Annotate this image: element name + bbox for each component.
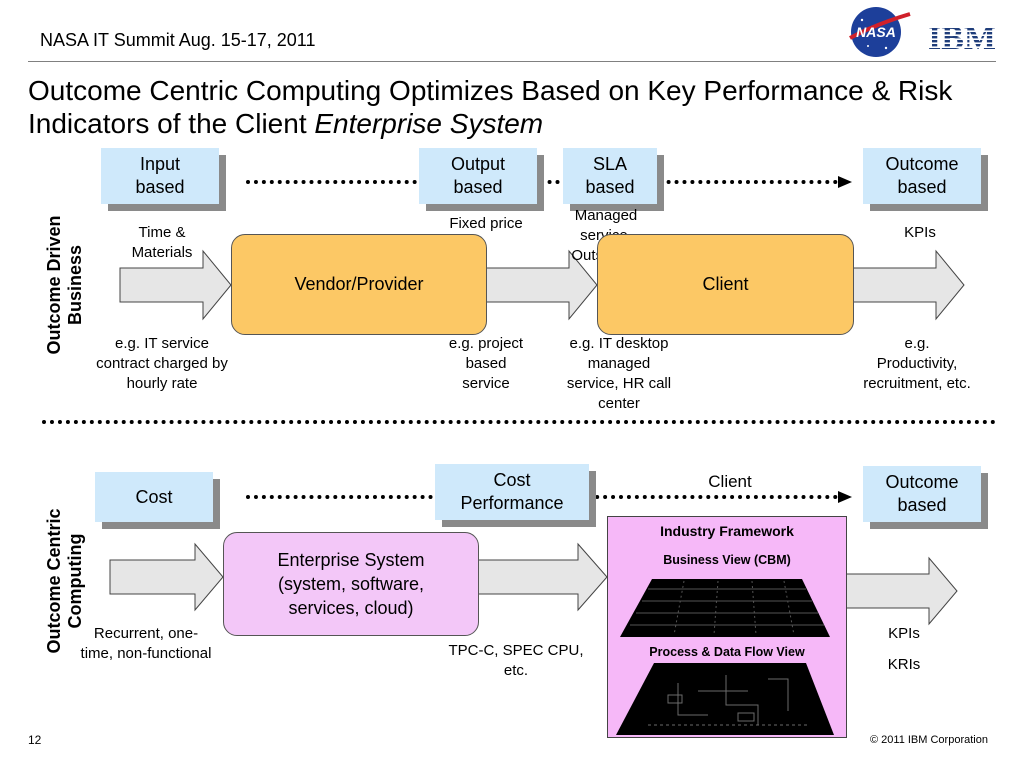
example-productivity: e.g.Productivity,recruitment, etc. xyxy=(863,335,971,392)
framework-title: Industry Framework xyxy=(660,523,794,539)
enterprise-system-box: Enterprise System(system, software,servi… xyxy=(223,532,479,636)
arrow-bottom-middle xyxy=(476,542,608,612)
tpc-spec-label: TPC-C, SPEC CPU,etc. xyxy=(448,642,584,679)
client-label-bottom: Client xyxy=(708,472,752,491)
ibm-logo-text: IBM xyxy=(928,20,996,54)
arrow-top-middle xyxy=(485,249,598,321)
nasa-logo: NASA xyxy=(849,7,911,57)
kris-label: KRIs xyxy=(887,656,921,673)
title-line-2: Indicators of the Client Enterprise Syst… xyxy=(28,107,1008,140)
arrow-bottom-input xyxy=(109,542,224,612)
top-dotted-connector xyxy=(246,180,838,184)
arrowhead-top xyxy=(838,176,852,188)
section-divider xyxy=(42,420,996,424)
kpis-label-bottom: KPIs xyxy=(888,625,920,642)
business-view-label: Business View (CBM) xyxy=(663,553,791,567)
fixed-price-label: Fixed price xyxy=(449,215,523,232)
arrowhead-bottom xyxy=(838,491,852,503)
side-label-outcome-driven-business: Outcome Driven Business xyxy=(44,215,85,355)
nasa-logo-text: NASA xyxy=(856,24,896,40)
arrow-top-input xyxy=(119,249,232,321)
title-line-2-plain: Indicators of the Client xyxy=(28,108,315,139)
title-line-2-italic: Enterprise System xyxy=(314,108,544,139)
vendor-provider-box: Vendor/Provider xyxy=(231,234,487,335)
header-divider xyxy=(28,61,996,62)
cost-box: Cost xyxy=(95,472,213,522)
arrow-top-outcome xyxy=(851,249,965,321)
kpis-label-top: KPIs xyxy=(904,224,936,241)
ibm-logo: IBM xyxy=(928,20,996,54)
event-header: NASA IT Summit Aug. 15-17, 2011 xyxy=(40,30,316,50)
industry-framework-box: Industry Framework Business View (CBM) P… xyxy=(607,516,847,738)
client-box: Client xyxy=(597,234,854,335)
process-view-diagram xyxy=(616,663,834,735)
process-view-label: Process & Data Flow View xyxy=(649,645,805,659)
page-title: Outcome Centric Computing Optimizes Base… xyxy=(28,74,1008,140)
arrow-bottom-outcome xyxy=(845,556,958,626)
business-view-grid xyxy=(620,579,830,637)
copyright: © 2011 IBM Corporation xyxy=(870,734,988,746)
page-number: 12 xyxy=(28,733,42,747)
time-materials-label: Time &Materials xyxy=(131,224,193,261)
title-line-1: Outcome Centric Computing Optimizes Base… xyxy=(28,75,953,106)
recurrent-label: Recurrent, one-time, non-functional xyxy=(80,625,212,662)
